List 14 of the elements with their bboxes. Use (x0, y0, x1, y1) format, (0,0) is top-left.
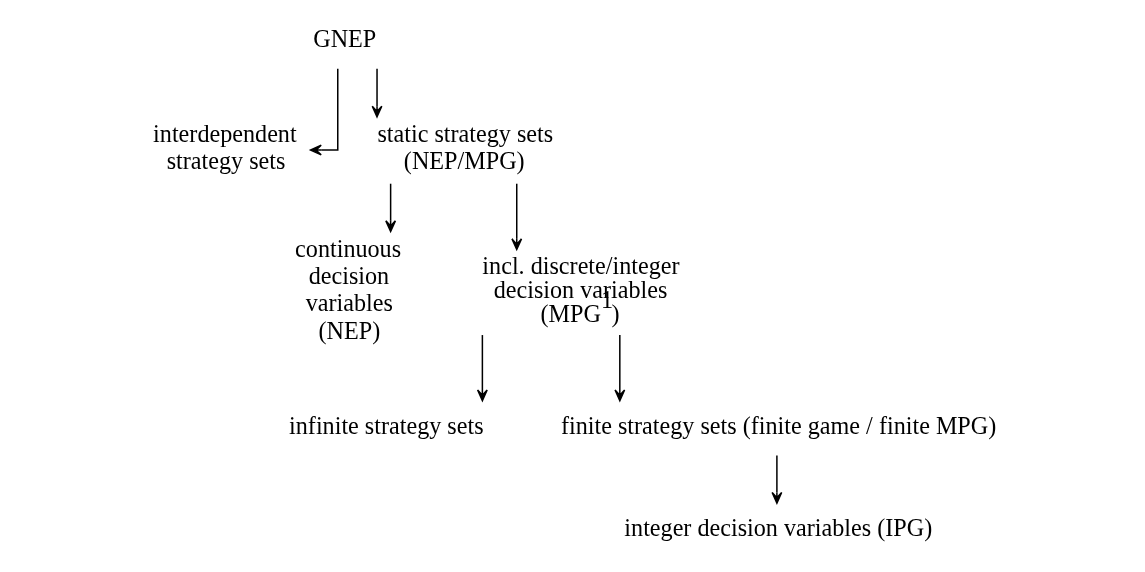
arrow (371, 68, 383, 118)
node-text: interdependent strategy sets (152, 120, 297, 175)
node-text: static strategy sets (NEP/MPG) (376, 120, 553, 175)
arrow (309, 68, 338, 156)
node-text: infinite strategy sets (288, 411, 484, 439)
node-text: GNEP (312, 25, 376, 53)
arrow (384, 182, 396, 233)
node-text: finite strategy sets (finite game / finite MPG) (560, 411, 996, 439)
node-text: integer decision variables (IPG) (623, 514, 932, 542)
arrow (770, 454, 782, 504)
arrow (613, 334, 625, 402)
arrow (510, 182, 522, 251)
node-text: continuous decision variables (NEP) (294, 235, 401, 344)
arrow (476, 334, 488, 402)
